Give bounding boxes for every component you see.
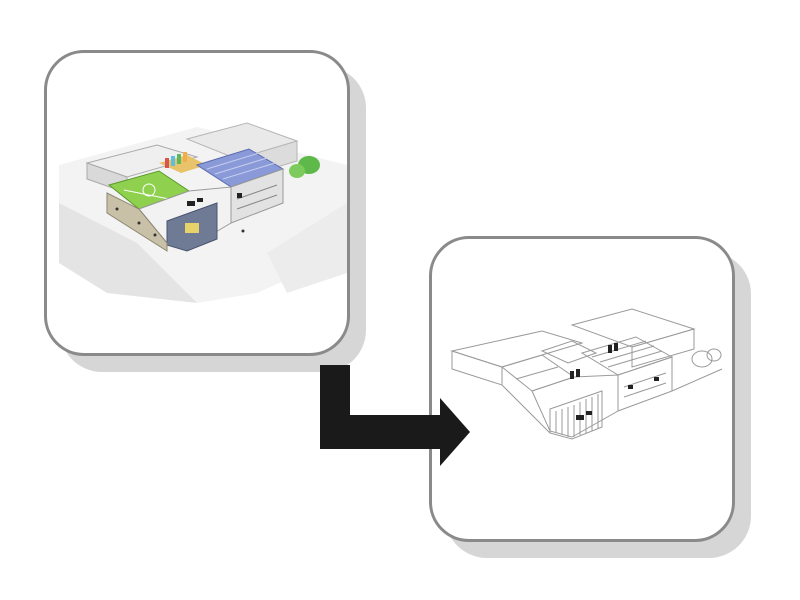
line-drawing-card [429, 236, 735, 542]
rendered-building-image [59, 122, 347, 303]
elbow-arrow-icon [320, 365, 470, 466]
rendered-building-card [44, 50, 350, 356]
line-drawing-image [450, 308, 723, 440]
